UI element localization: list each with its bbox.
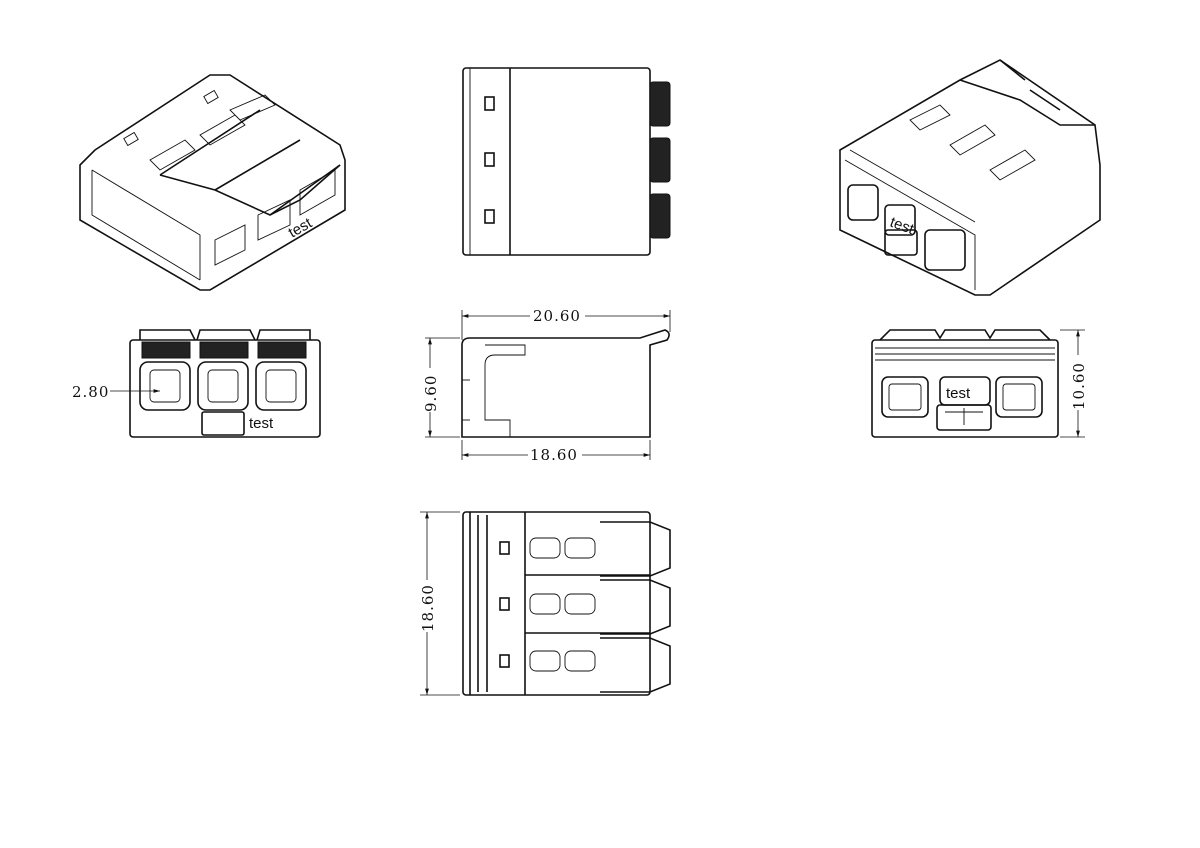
side-view-top xyxy=(462,67,671,256)
top-view: 18.60 xyxy=(419,511,671,696)
dimension-pitch: 2.80 xyxy=(72,383,109,401)
dimension-side-height: 9.60 xyxy=(422,375,440,412)
dimension-rear-height: 10.60 xyxy=(1070,362,1088,410)
isometric-view-front: test xyxy=(79,74,346,291)
isometric-view-rear: test xyxy=(839,59,1101,296)
front-view: test 2.80 xyxy=(72,329,321,438)
rear-view: test 10.60 xyxy=(871,329,1088,438)
dimension-width: 18.60 xyxy=(419,584,437,632)
dimension-body-length: 18.60 xyxy=(530,446,578,464)
dimension-overall-length: 20.60 xyxy=(533,307,581,325)
side-profile-view: 20.60 18.60 9.60 xyxy=(422,307,671,464)
front-test-marking: test xyxy=(249,415,274,432)
rear-test-marking: test xyxy=(946,385,971,402)
